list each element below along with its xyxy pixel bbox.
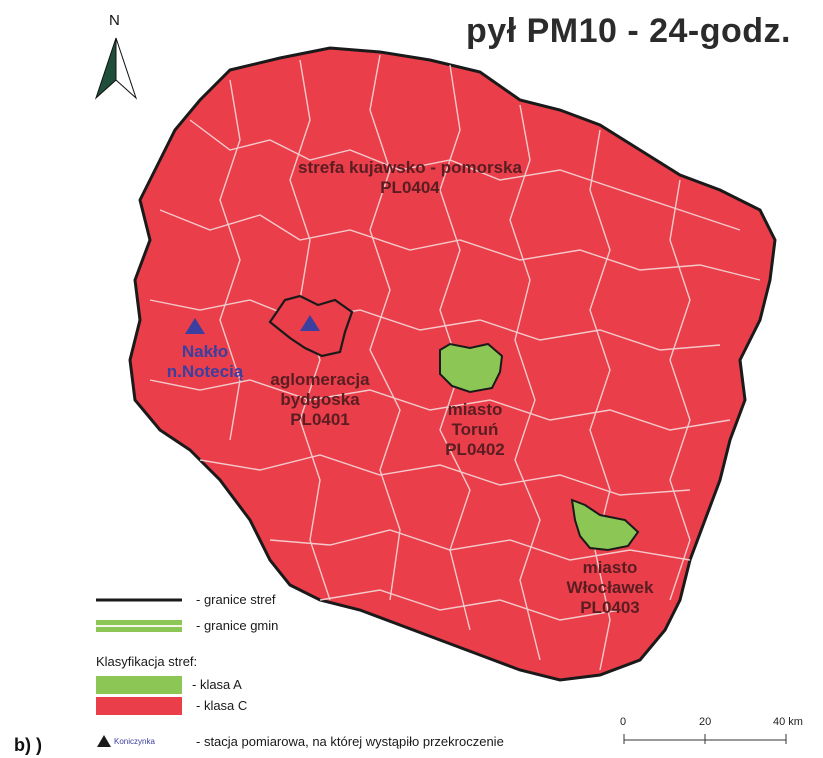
legend-classification-title: Klasyfikacja stref: — [96, 654, 198, 669]
zone-label-main: strefa kujawsko - pomorska PL0404 — [270, 158, 550, 198]
zone-torun-code: PL0402 — [445, 440, 505, 459]
zone-bydgoszcz-line2: bydgoska — [280, 390, 360, 409]
panel-label: b) ) — [14, 735, 42, 755]
zone-torun — [439, 342, 504, 394]
zone-label-torun: miasto Toruń PL0402 — [420, 400, 530, 460]
zone-bydgoszcz-code: PL0401 — [290, 410, 350, 429]
legend-class-c-label: - klasa C — [196, 698, 248, 713]
legend-zone-border-label: - granice stref — [196, 592, 276, 607]
zone-main-name: strefa kujawsko - pomorska — [298, 158, 522, 177]
zone-torun-line1: miasto — [447, 400, 503, 419]
legend-station-icon — [97, 735, 111, 747]
scale-label-0: 0 — [620, 716, 627, 728]
north-arrow-icon — [94, 37, 138, 100]
zone-label-wloclawek: miasto Włocławek PL0403 — [545, 558, 675, 618]
zone-wloclawek-line2: Włocławek — [566, 578, 654, 597]
zone-wloclawek — [570, 498, 640, 552]
legend-station-description: - stacja pomiarowa, na której wystąpiło … — [196, 734, 504, 749]
zone-torun-line2: Toruń — [451, 420, 499, 439]
legend-gmina-border-label: - granice gmin — [196, 618, 279, 633]
station-label-naklo: Nakło n.Notecią — [150, 342, 260, 382]
map-title: pył PM10 - 24-godz. — [466, 12, 791, 50]
station-naklo-line2: n.Notecią — [166, 362, 244, 381]
legend-class-c-swatch — [96, 697, 182, 715]
scale-label-20: 20 — [699, 716, 712, 728]
legend-station-sample: Koniczynka — [114, 737, 155, 746]
station-naklo-marker — [185, 318, 205, 334]
station-bydgoszcz-marker — [300, 315, 320, 331]
zone-bydgoszcz-line1: aglomeracja — [270, 370, 370, 389]
scale-label-40: 40 km — [773, 716, 803, 728]
zone-label-bydgoszcz: aglomeracja bydgoska PL0401 — [245, 370, 395, 430]
zone-wloclawek-line1: miasto — [582, 558, 638, 577]
legend-class-a-label: - klasa A — [192, 677, 242, 692]
legend-class-a-swatch — [96, 676, 182, 694]
scale-bar — [623, 734, 787, 744]
zone-wloclawek-code: PL0403 — [580, 598, 640, 617]
station-naklo-line1: Nakło — [181, 342, 229, 361]
zone-main-code: PL0404 — [380, 178, 440, 197]
north-label: N — [109, 12, 120, 29]
